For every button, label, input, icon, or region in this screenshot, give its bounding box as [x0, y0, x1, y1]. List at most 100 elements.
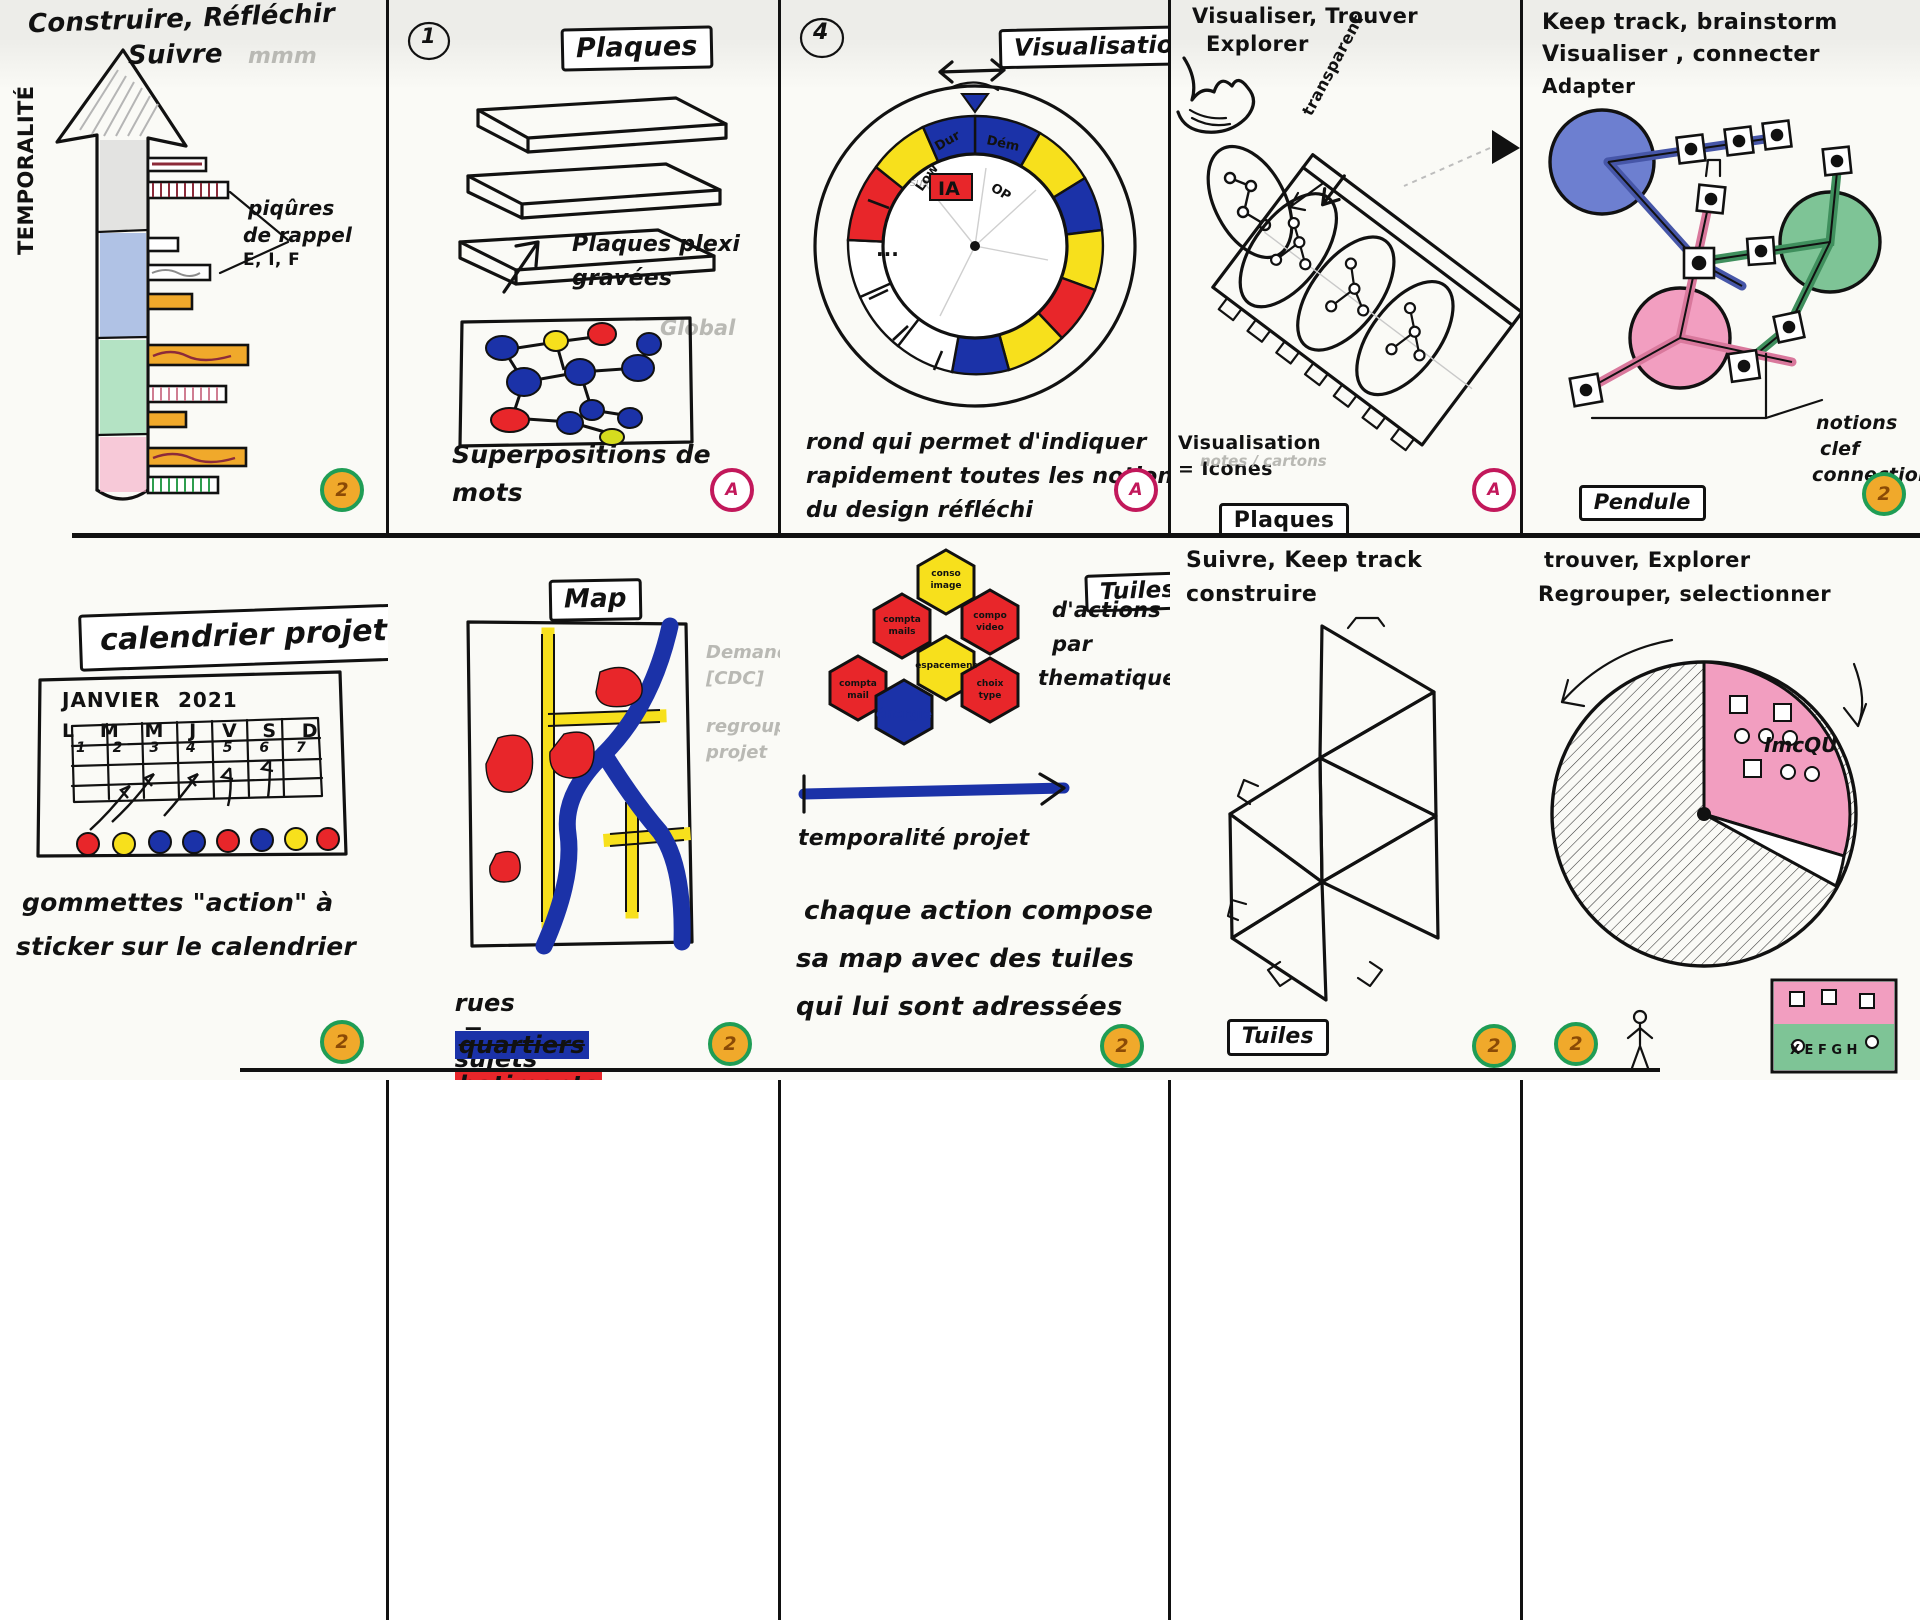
map-legend-key-1: quartiers: [454, 1031, 589, 1059]
weekday-2: M: [144, 720, 164, 742]
divider-3: [1168, 0, 1171, 533]
panel-triangles-badge[interactable]: 2: [1472, 1024, 1516, 1068]
temporalite-arrow-diagram: [55, 48, 290, 501]
svg-text:compta: compta: [839, 679, 877, 689]
panel-plaques-badge[interactable]: A: [710, 468, 754, 512]
roue-caption-1: rond qui permet d'indiquer: [806, 430, 1147, 455]
calendrier-caption-2: sticker sur le calendrier: [16, 932, 356, 961]
svg-text:sust: sust: [910, 176, 933, 189]
panel-roue: 4 Visualisation: [782, 0, 1170, 533]
step-number-circle-1: [407, 21, 451, 61]
person-figure-icon: [1626, 1009, 1654, 1070]
roue-visualisation-drawing: sust ... Dur Dém Low OP IA: [813, 58, 1137, 408]
weekday-4: V: [221, 720, 238, 742]
plaques-caption-2: mots: [452, 478, 523, 507]
pendule-label-box: Pendule: [1578, 485, 1706, 521]
pendule-heading-2: Visualiser , connecter: [1542, 42, 1820, 67]
panel-calendrier-badge[interactable]: 2: [320, 1020, 364, 1064]
svg-text:image: image: [930, 581, 961, 591]
panel-temporalite-badge[interactable]: 2: [320, 468, 364, 512]
weekday-6: D: [301, 720, 318, 742]
daynum-6: 7: [296, 740, 306, 756]
top-row: Construire, Réfléchir Suivre mmm TEMPORA…: [0, 0, 1920, 533]
step-number-circle-4: [799, 17, 845, 59]
calendrier-daynum-row: 1 2 3 4 5 6 7: [76, 740, 306, 756]
calendrier-weekday-row: L M M J V S D: [62, 720, 318, 742]
map-legend-key-0: rues: [454, 989, 515, 1017]
roue-pie-heading-2: Regrouper, selectionner: [1538, 582, 1832, 606]
calendrier-caption-1: gommettes "action" à: [22, 888, 334, 917]
daynum-4: 5: [222, 740, 233, 756]
plaques-stack-drawing: [458, 96, 728, 286]
roue-pie-inner-label-svg: ImcQU: [1764, 733, 1837, 757]
plaques-caption-1: Superpositions de: [452, 440, 711, 469]
tuiles-timeline-arrow: [798, 772, 1070, 814]
tuiles-subtitle-1: d'actions: [1052, 598, 1161, 622]
plaques-up-arrow-icon: [502, 240, 540, 294]
calendrier-month: JANVIER: [62, 688, 161, 712]
panel-calendrier: calendrier projet: [0, 540, 388, 1080]
weekday-0: L: [62, 720, 75, 742]
cylindre-heading-2: Explorer: [1206, 32, 1309, 56]
plaques-node-graph: [458, 316, 694, 448]
tuiles-caption-3: qui lui sont adressées: [796, 992, 1123, 1022]
panel-cylindre-badge[interactable]: A: [1472, 468, 1516, 512]
cylindre-label-box: Plaques: [1218, 503, 1350, 533]
pendule-heading-1: Keep track, brainstorm: [1542, 10, 1838, 35]
triangles-label-box: Tuiles: [1226, 1019, 1329, 1056]
daynum-2: 3: [149, 740, 160, 756]
panel-temporalite: Construire, Réfléchir Suivre mmm TEMPORA…: [0, 0, 388, 533]
tuiles-caption-1: chaque action compose: [804, 896, 1154, 926]
panel-cylindre: Visualiser, Trouver Explorer: [1172, 0, 1522, 533]
map-faint-2: [CDC]: [706, 668, 764, 689]
svg-text:IA: IA: [938, 178, 960, 200]
svg-text:mail: mail: [847, 691, 869, 701]
svg-text:compta: compta: [883, 615, 921, 625]
calendrier-card-drawing: [36, 670, 348, 858]
daynum-5: 6: [259, 740, 270, 756]
svg-text:video: video: [976, 623, 1004, 633]
cylindre-label-wrap: Plaques: [1178, 484, 1350, 533]
temporalite-annotation-3: E, I, F: [243, 250, 301, 270]
divider-6: [778, 1080, 781, 1620]
divider-1: [386, 0, 389, 533]
weekday-3: J: [189, 720, 197, 742]
map-legend-row-2: batiments = outil: [414, 1052, 602, 1080]
panel-map: Map: [390, 540, 780, 1080]
pendule-annotation-1: notions: [1816, 412, 1898, 434]
panel-roue-badge[interactable]: A: [1114, 468, 1158, 512]
divider-2: [778, 0, 781, 533]
daynum-3: 4: [186, 740, 196, 756]
map-legend-key-2: batiments: [454, 1071, 602, 1080]
panel-plaques: 1 Plaques Plaques plexi gravées Global: [390, 0, 780, 533]
panel-map-badge[interactable]: 2: [708, 1022, 752, 1066]
svg-text:type: type: [979, 691, 1002, 701]
svg-text:choix: choix: [977, 679, 1004, 689]
svg-text:Dém: Dém: [985, 133, 1021, 155]
svg-text:conso: conso: [931, 569, 960, 579]
temporalite-annotation-1: piqûres: [248, 196, 335, 220]
svg-text:...: ...: [876, 237, 899, 261]
panel-pendule-badge[interactable]: 2: [1862, 472, 1906, 516]
svg-text:X E F G H: X E F G H: [1790, 1043, 1857, 1058]
svg-text:compo: compo: [973, 611, 1007, 621]
map-legend-row-1: quartiers = themes: [414, 1012, 589, 1080]
temporalite-axis-label: TEMPORALITÉ: [14, 85, 38, 256]
weekday-5: S: [262, 720, 277, 742]
pendule-label-wrap: Pendule: [1538, 466, 1706, 533]
triangles-heading-1: Suivre, Keep track: [1186, 548, 1423, 573]
map-faint-3: regroupe: [706, 716, 780, 737]
panel-roue-pie: trouver, Explorer Regrouper, selectionne…: [1524, 540, 1920, 1080]
panel-tuiles-badge[interactable]: 2: [1100, 1024, 1144, 1068]
calendrier-title: calendrier projet: [77, 603, 388, 672]
divider-8: [1520, 1080, 1523, 1620]
roue-caption-3: du design réfléchi: [806, 498, 1034, 523]
roue-pie-drawing: ImcQU: [1550, 638, 1868, 968]
panel-temporalite-heading-faint: mmm: [248, 44, 317, 69]
daynum-1: 2: [112, 740, 123, 756]
tuiles-subtitle-2: par: [1052, 632, 1093, 656]
cylindre-heading-1: Visualiser, Trouver: [1192, 4, 1419, 28]
panel-roue-pie-badge[interactable]: 2: [1554, 1022, 1598, 1066]
svg-text:énergie: énergie: [876, 707, 932, 722]
